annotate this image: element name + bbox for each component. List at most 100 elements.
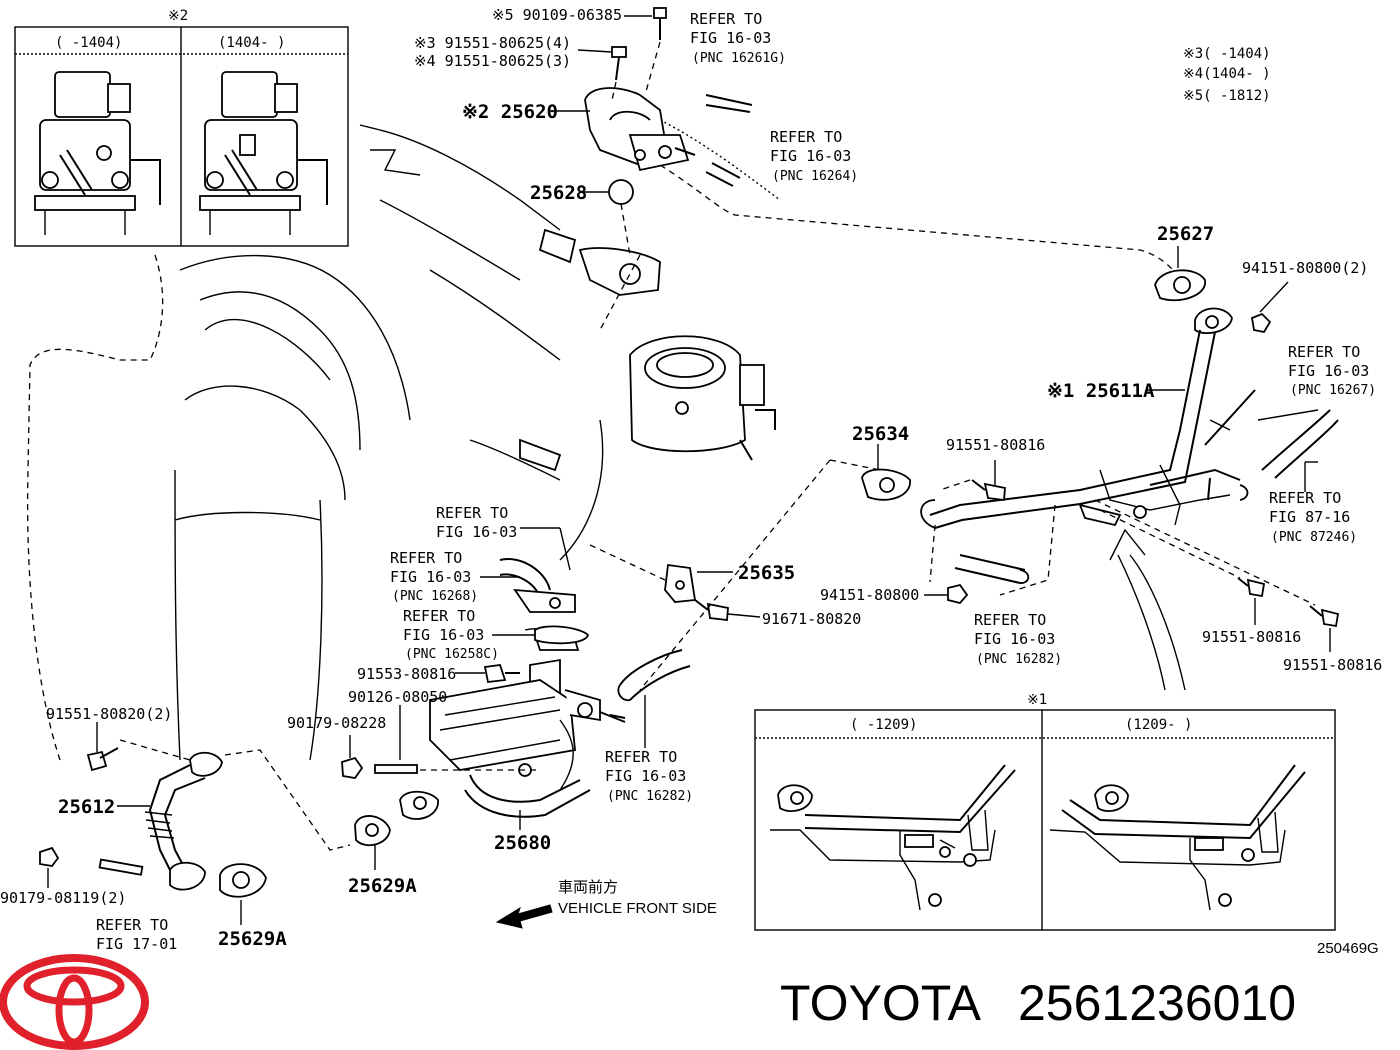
label-25629a-upper: 25629A xyxy=(348,875,417,897)
engine-outline xyxy=(26,119,1181,761)
label-25680: 25680 xyxy=(494,832,551,854)
label-25628: 25628 xyxy=(530,182,587,204)
ref-16258c: REFER TO FIG 16-03 (PNC 16258C) xyxy=(403,607,499,662)
label-25634: 25634 xyxy=(852,423,909,445)
label-25629a-lower: 25629A xyxy=(218,928,287,950)
svg-text:REFER TO: REFER TO xyxy=(770,128,842,146)
label-90126-08050: 90126-08050 xyxy=(348,688,447,706)
svg-text:FIG 16-03: FIG 16-03 xyxy=(403,626,484,644)
label-91551-80820-2: 91551-80820(2) xyxy=(46,705,172,723)
svg-text:REFER TO: REFER TO xyxy=(1288,343,1360,361)
label-91671-80820: 91671-80820 xyxy=(762,610,861,628)
ref-17-01: REFER TO FIG 17-01 xyxy=(96,916,177,953)
ref-87246: REFER TO FIG 87-16 (PNC 87246) xyxy=(1269,489,1357,545)
egr-pipe-25612 xyxy=(119,739,351,925)
label-91551-80816-upper: 91551-80816 xyxy=(946,436,1045,454)
vehicle-front-indicator: 車両前方 VEHICLE FRONT SIDE xyxy=(495,879,717,929)
label-90179-08228: 90179-08228 xyxy=(287,714,386,732)
svg-text:(PNC 16261G): (PNC 16261G) xyxy=(692,51,786,66)
label-91551-80625-3: ※4 91551-80625(3) xyxy=(414,52,571,70)
svg-text:REFER TO: REFER TO xyxy=(1269,489,1341,507)
legend-note-4: ※4(1404- ) xyxy=(1183,66,1271,82)
front-label-jp: 車両前方 xyxy=(558,879,618,896)
pipe-stub-16282 xyxy=(959,554,1026,571)
bolt-91551-80816-right-b xyxy=(1309,605,1340,652)
svg-text:(PNC 87246): (PNC 87246) xyxy=(1271,530,1357,545)
egr-valve-25620 xyxy=(584,87,696,256)
pipe-stub-16264 xyxy=(711,162,741,179)
bolt-90109 xyxy=(644,7,667,96)
svg-text:REFER TO: REFER TO xyxy=(690,10,762,28)
bolt-91551-80820 xyxy=(86,722,119,772)
bolt-94151-lower xyxy=(924,583,969,605)
pipe-stub-16261g xyxy=(705,94,753,106)
svg-text:FIG 17-01: FIG 17-01 xyxy=(96,935,177,953)
svg-text:(PNC 16264): (PNC 16264) xyxy=(772,169,858,184)
egr-valve-old-drawing xyxy=(34,71,161,235)
label-25627: 25627 xyxy=(1157,223,1214,245)
svg-text:(PNC 16267): (PNC 16267) xyxy=(1290,383,1376,398)
svg-text:FIG 16-03: FIG 16-03 xyxy=(390,568,471,586)
label-25620: ※2 25620 xyxy=(462,101,558,123)
svg-text:FIG 16-03: FIG 16-03 xyxy=(605,767,686,785)
reference-notes: REFER TO FIG 16-03 (PNC 16261G) REFER TO… xyxy=(96,10,1376,953)
svg-text:REFER TO: REFER TO xyxy=(605,748,677,766)
inset-egr-valve-variants: ※2 ( -1404) (1404- ) xyxy=(14,8,349,247)
label-90179-08119-2: 90179-08119(2) xyxy=(0,889,126,907)
label-91551-80625-4: ※3 91551-80625(4) xyxy=(414,34,571,52)
bracket-25635 xyxy=(664,563,733,603)
bolt-94151-upper xyxy=(1250,281,1289,334)
label-94151-80800-2: 94151-80800(2) xyxy=(1242,259,1368,277)
part-number: 2561236010 xyxy=(1018,975,1296,1031)
legend: ※3( -1404) ※4(1404- ) ※5( -1812) xyxy=(1183,46,1271,104)
figure-code: 250469G xyxy=(1317,940,1379,957)
legend-note-3: ※3( -1404) xyxy=(1183,46,1271,62)
svg-text:FIG 16-03: FIG 16-03 xyxy=(770,147,851,165)
bolt-91551-80816-upper xyxy=(971,460,1006,502)
label-91551-80816-right-b: 91551-80816 xyxy=(1283,656,1382,674)
nut-90179-08119 xyxy=(39,846,144,888)
arrow-left-icon xyxy=(495,904,553,929)
pipe-variant-new-drawing xyxy=(1049,764,1306,911)
egr-cooler-25680 xyxy=(429,558,691,818)
ref-16-03-plain: REFER TO FIG 16-03 xyxy=(436,504,517,541)
toyota-logo xyxy=(0,954,149,1050)
inset-col2-date: (1404- ) xyxy=(218,35,285,51)
bolt-91551-80816-right-a xyxy=(1237,577,1266,625)
ref-16261g: REFER TO FIG 16-03 (PNC 16261G) xyxy=(690,10,786,66)
label-25635: 25635 xyxy=(738,562,795,584)
svg-text:FIG 16-03: FIG 16-03 xyxy=(974,630,1055,648)
pipe-variant-old-drawing xyxy=(770,764,1016,911)
svg-text:(PNC 16282): (PNC 16282) xyxy=(607,789,693,804)
gasket-25629a-upper xyxy=(354,790,439,870)
svg-text:REFER TO: REFER TO xyxy=(436,504,508,522)
bolt-91671-80820 xyxy=(694,599,761,622)
gasket-25634 xyxy=(861,468,911,501)
svg-text:(PNC 16258C): (PNC 16258C) xyxy=(405,647,499,662)
label-25612: 25612 xyxy=(58,796,115,818)
front-label-en: VEHICLE FRONT SIDE xyxy=(558,900,717,917)
egr-valve-new-drawing xyxy=(199,71,328,235)
inset-col1-date: ( -1404) xyxy=(55,35,122,51)
svg-text:FIG 87-16: FIG 87-16 xyxy=(1269,508,1350,526)
inset-pipe-variants: ※1 ( -1209) (1209- ) xyxy=(754,692,1336,931)
ref-16282-lower: REFER TO FIG 16-03 (PNC 16282) xyxy=(605,748,693,804)
part-labels: ※5 90109-06385 ※3 91551-80625(4) ※4 9155… xyxy=(0,6,1382,950)
svg-text:(PNC 16282): (PNC 16282) xyxy=(976,652,1062,667)
svg-text:REFER TO: REFER TO xyxy=(96,916,168,934)
inset2-frame xyxy=(754,709,1336,931)
svg-text:REFER TO: REFER TO xyxy=(403,607,475,625)
inset2-col2-date: (1209- ) xyxy=(1125,717,1192,733)
nut-90179-08228 xyxy=(341,735,364,779)
svg-text:REFER TO: REFER TO xyxy=(390,549,462,567)
throttle-body-drawing xyxy=(629,335,776,461)
stud-90126-08050 xyxy=(374,705,540,774)
label-90109-06385: ※5 90109-06385 xyxy=(492,6,622,24)
ref-16282-upper: REFER TO FIG 16-03 (PNC 16282) xyxy=(974,611,1062,667)
bolt-91553-80816 xyxy=(483,664,520,683)
inset2-col1-date: ( -1209) xyxy=(850,717,917,733)
label-25611a: ※1 25611A xyxy=(1047,380,1155,402)
svg-text:FIG 16-03: FIG 16-03 xyxy=(436,523,517,541)
legend-note-5: ※5( -1812) xyxy=(1183,88,1271,104)
